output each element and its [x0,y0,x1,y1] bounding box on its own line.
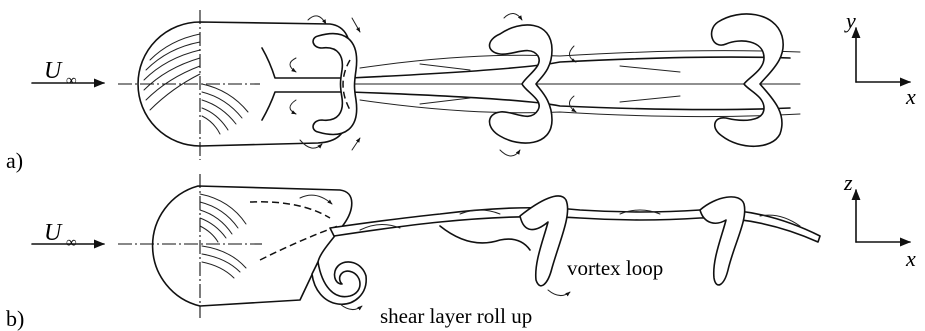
svg-text:∞: ∞ [66,73,77,89]
shear-layer-roll-b [312,262,366,304]
twisted-wake-b [330,208,820,242]
vortex-filament-b [440,226,530,250]
svg-text:∞: ∞ [66,235,77,251]
svg-text:U: U [44,220,63,246]
svg-text:z: z [843,170,853,195]
hemisphere-hatch-b [200,194,246,278]
panel-b: U ∞ [6,170,916,331]
panel-a: U ∞ [6,8,916,173]
svg-text:x: x [905,246,916,271]
panel-label-a: a) [6,148,23,173]
axes-b: z x [843,170,916,271]
svg-text:x: x [905,84,916,109]
svg-text:y: y [844,8,856,33]
near-vortex-ring-a [313,34,357,135]
axes-a: y x [844,8,916,109]
annotation-shear-layer: shear layer roll up [380,304,532,328]
svg-text:U: U [44,58,63,84]
annotation-vortex-loop: vortex loop [567,256,663,280]
separation-line-b [250,202,330,218]
vortex-loop-2-b [700,197,745,285]
panel-label-b: b) [6,306,24,331]
vortex-loop-3-a [712,14,784,146]
freestream-label-b: U ∞ [44,220,77,251]
recirculation-line-b [260,226,338,260]
freestream-label-a: U ∞ [44,58,77,89]
